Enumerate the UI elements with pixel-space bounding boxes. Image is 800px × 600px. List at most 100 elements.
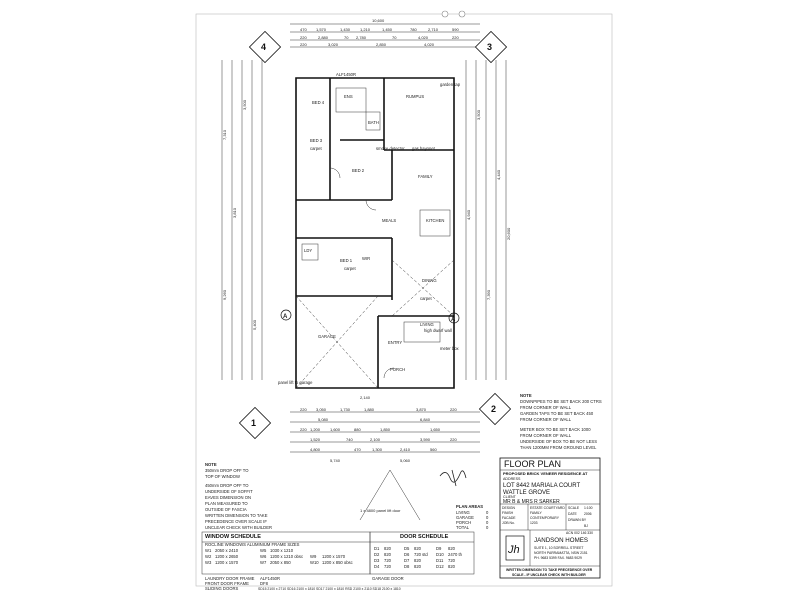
svg-text:UNDERSIDE OF SOFFIT: UNDERSIDE OF SOFFIT: [205, 489, 253, 494]
svg-text:350mm DROP OFF TO: 350mm DROP OFF TO: [205, 468, 249, 473]
svg-text:D2: D2: [374, 552, 380, 557]
floor-plan-walls: [295, 77, 455, 389]
room-carpet-bed1: carpet: [344, 266, 356, 271]
svg-text:PH. 9683 5399 FAX. 9683 9029: PH. 9683 5399 FAX. 9683 9029: [534, 556, 582, 560]
svg-text:820: 820: [384, 546, 392, 551]
svg-text:0: 0: [486, 515, 489, 520]
svg-text:WINDOW SCHEDULE: WINDOW SCHEDULE: [205, 534, 261, 540]
svg-text:720: 720: [384, 564, 392, 569]
garden-tap-label: garden tap: [440, 82, 461, 87]
svg-text:WRITTEN DIMENSION TO TAKE PREC: WRITTEN DIMENSION TO TAKE PRECEDENCE OVE…: [506, 568, 593, 572]
garage-door-label: GARAGE DOOR: [372, 576, 404, 581]
svg-text:DRAWN BY: DRAWN BY: [568, 518, 587, 522]
svg-text:720 std: 720 std: [414, 552, 428, 557]
svg-text:3,020: 3,020: [328, 42, 339, 47]
svg-text:820: 820: [414, 558, 422, 563]
svg-text:6,840: 6,840: [420, 417, 431, 422]
svg-text:METER BOX TO BE SET BACK 1000: METER BOX TO BE SET BACK 1000: [520, 427, 591, 432]
svg-text:CONTEMPORARY: CONTEMPORARY: [530, 516, 560, 520]
room-bath: BATH: [368, 120, 379, 125]
svg-text:1200 x 2650: 1200 x 2650: [215, 554, 239, 559]
svg-text:220: 220: [300, 42, 307, 47]
svg-text:GARDEN TAPS TO BE SET BACK 450: GARDEN TAPS TO BE SET BACK 450: [520, 411, 594, 416]
gas-bayonet-label: gas bayonet: [412, 146, 436, 151]
svg-text:1: 1: [251, 418, 256, 428]
room-family: FAMILY: [418, 174, 433, 179]
company-logo: Jh: [505, 535, 525, 561]
svg-text:2,710: 2,710: [428, 27, 439, 32]
svg-text:TOTAL: TOTAL: [456, 525, 470, 530]
svg-text:1200 x 1210 obsc: 1200 x 1210 obsc: [270, 554, 303, 559]
room-carpet-dining: carpet: [420, 296, 432, 301]
room-bed1: BED 1: [340, 258, 353, 263]
svg-text:780: 780: [410, 27, 417, 32]
svg-text:PROPOSED BRICK VENEER RESIDENC: PROPOSED BRICK VENEER RESIDENCE AT: [503, 471, 588, 476]
svg-text:JOB No.: JOB No.: [502, 521, 515, 525]
title-block: FLOOR PLAN PROPOSED BRICK VENEER RESIDEN…: [499, 457, 601, 579]
svg-text:220: 220: [300, 35, 307, 40]
svg-text:D11: D11: [436, 558, 444, 563]
room-bed2: BED 2: [352, 168, 365, 173]
overall-depth-label: 20,600: [506, 227, 511, 240]
section-marker-a-left: A: [280, 309, 292, 321]
svg-text:7,310: 7,310: [222, 129, 227, 140]
svg-text:880: 880: [354, 427, 361, 432]
svg-text:1200 x 1570: 1200 x 1570: [215, 560, 239, 565]
svg-text:SCALE - IF UNCLEAR CHECK WITH: SCALE - IF UNCLEAR CHECK WITH BUILDER: [512, 573, 586, 577]
svg-text:1203: 1203: [530, 521, 538, 525]
svg-text:A: A: [283, 314, 288, 320]
room-dining: DINING: [422, 278, 437, 283]
svg-text:5,080: 5,080: [318, 417, 329, 422]
svg-text:W7: W7: [260, 560, 267, 565]
svg-text:3,500: 3,500: [242, 99, 247, 110]
room-labels: BED 4 RUMPUS BED 3 BED 2 FAMILY MEALS KI…: [278, 72, 461, 385]
svg-text:D12: D12: [436, 564, 444, 569]
svg-text:820: 820: [384, 552, 392, 557]
svg-text:4: 4: [261, 42, 266, 52]
svg-text:2050 x 850: 2050 x 850: [270, 560, 291, 565]
svg-text:2,850: 2,850: [376, 42, 387, 47]
svg-text:2,880: 2,880: [318, 35, 329, 40]
svg-text:3,500: 3,500: [476, 109, 481, 120]
svg-text:D7: D7: [404, 558, 410, 563]
drawing-title: FLOOR PLAN: [504, 459, 561, 469]
svg-text:W5: W5: [260, 548, 267, 553]
svg-text:1,730: 1,730: [340, 407, 351, 412]
svg-text:W9: W9: [310, 554, 317, 559]
svg-text:470: 470: [354, 447, 361, 452]
svg-text:220: 220: [452, 35, 459, 40]
smoke-detector-label: smoke detector: [376, 146, 405, 151]
svg-text:W6: W6: [260, 554, 267, 559]
svg-text:GARAGE: GARAGE: [456, 515, 474, 520]
room-ens: ENS: [344, 94, 353, 99]
company-name: JANDSON HOMES: [534, 537, 588, 544]
svg-text:5,400: 5,400: [252, 319, 257, 330]
svg-text:720: 720: [448, 558, 456, 563]
svg-text:4,940: 4,940: [466, 209, 471, 220]
svg-text:70: 70: [392, 35, 397, 40]
svg-text:NOTE: NOTE: [205, 462, 217, 467]
svg-text:D9: D9: [436, 546, 442, 551]
svg-text:2470 th: 2470 th: [448, 552, 463, 557]
svg-text:SUITE 1, 10 SORRELL STREET: SUITE 1, 10 SORRELL STREET: [534, 546, 583, 550]
elevation-marker-2: 2: [478, 392, 512, 426]
svg-text:2,140: 2,140: [360, 395, 371, 400]
svg-text:1,600: 1,600: [330, 427, 341, 432]
svg-text:NORTH PARRAMATTA, NSW 2151: NORTH PARRAMATTA, NSW 2151: [534, 551, 588, 555]
svg-text:4,020: 4,020: [424, 42, 435, 47]
signature: [439, 469, 467, 487]
room-carpet-bed3: carpet: [310, 146, 322, 151]
svg-text:WRITTEN DIMENSION TO TAKE: WRITTEN DIMENSION TO TAKE: [205, 513, 268, 518]
svg-text:2,780: 2,780: [356, 35, 367, 40]
svg-text:1,570: 1,570: [316, 27, 327, 32]
svg-text:FRONT DOOR FRAME: FRONT DOOR FRAME: [205, 581, 249, 586]
svg-text:3,810: 3,810: [232, 207, 237, 218]
svg-text:UNDERSIDE OF BOX TO BE NOT LES: UNDERSIDE OF BOX TO BE NOT LESS: [520, 439, 597, 444]
svg-text:LIVING: LIVING: [456, 510, 470, 515]
svg-text:3,870: 3,870: [416, 407, 427, 412]
svg-text:5,060: 5,060: [400, 458, 411, 463]
svg-text:Jh: Jh: [507, 544, 520, 556]
svg-text:1030 x 1210: 1030 x 1210: [270, 548, 294, 553]
